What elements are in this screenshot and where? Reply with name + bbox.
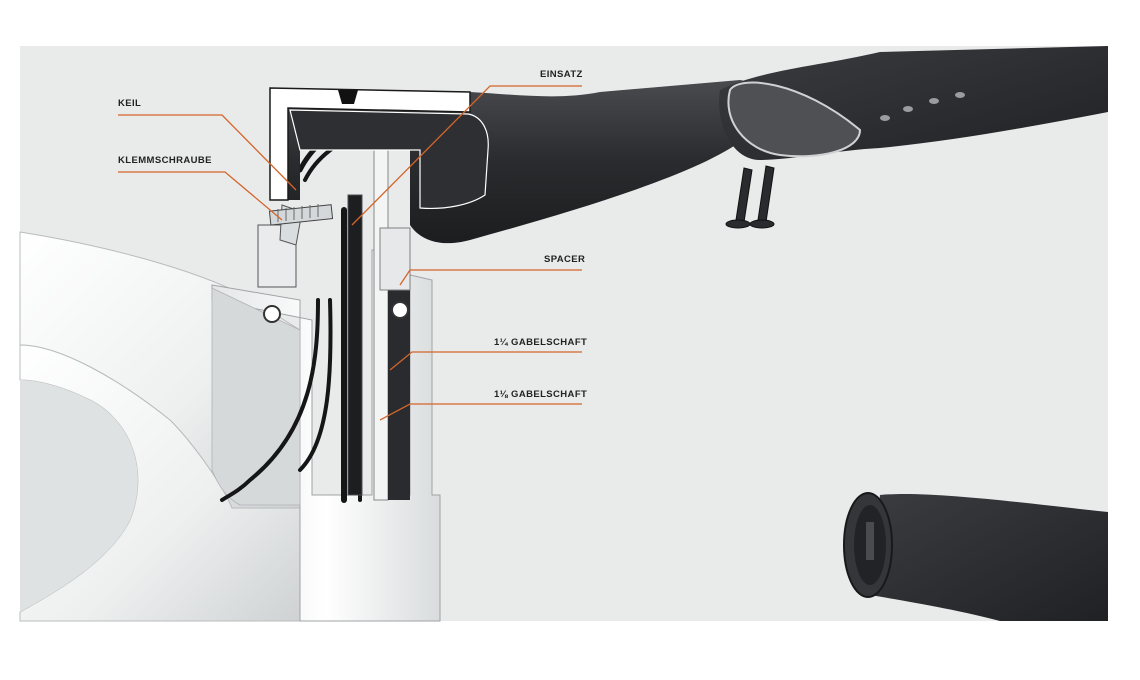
stem-cap-outline — [269, 87, 471, 201]
top-cap-bolt — [338, 90, 358, 104]
leader-gabelschaft-1 — [389, 351, 582, 371]
fork-steerer — [263, 149, 411, 501]
stem — [257, 80, 758, 288]
leader-klemmschraube — [118, 171, 283, 221]
leader-keil — [118, 114, 297, 191]
stem-bolts — [725, 165, 775, 229]
steerer-outer — [373, 149, 389, 501]
bar-end-key — [866, 522, 874, 560]
stem-cavity — [289, 109, 489, 210]
leader-lines — [118, 85, 582, 421]
bearing-left — [263, 305, 281, 323]
label-keil: KEIL — [118, 98, 142, 109]
bar-section — [727, 81, 862, 158]
bar-holes — [880, 92, 965, 121]
expander-insert — [347, 194, 363, 496]
spacer-ring — [379, 227, 411, 291]
leader-einsatz — [351, 85, 582, 226]
frame-inner-shadow — [20, 380, 138, 612]
label-gabelschaft-2: 1⅛ GABELSCHAFT — [494, 389, 588, 400]
leader-spacer — [399, 269, 582, 286]
label-spacer: SPACER — [544, 254, 586, 265]
handlebar — [719, 46, 1108, 621]
bar-drop — [870, 493, 1108, 621]
steerer-inner — [388, 290, 410, 500]
label-einsatz: EINSATZ — [540, 69, 583, 80]
bearing-right — [391, 301, 409, 319]
clamp-bolt — [268, 204, 334, 226]
label-klemmschraube: KLEMMSCHRAUBE — [118, 155, 212, 166]
label-gabelschaft-1: 1¼ GABELSCHAFT — [494, 337, 588, 348]
leader-gabelschaft-2 — [379, 403, 582, 421]
